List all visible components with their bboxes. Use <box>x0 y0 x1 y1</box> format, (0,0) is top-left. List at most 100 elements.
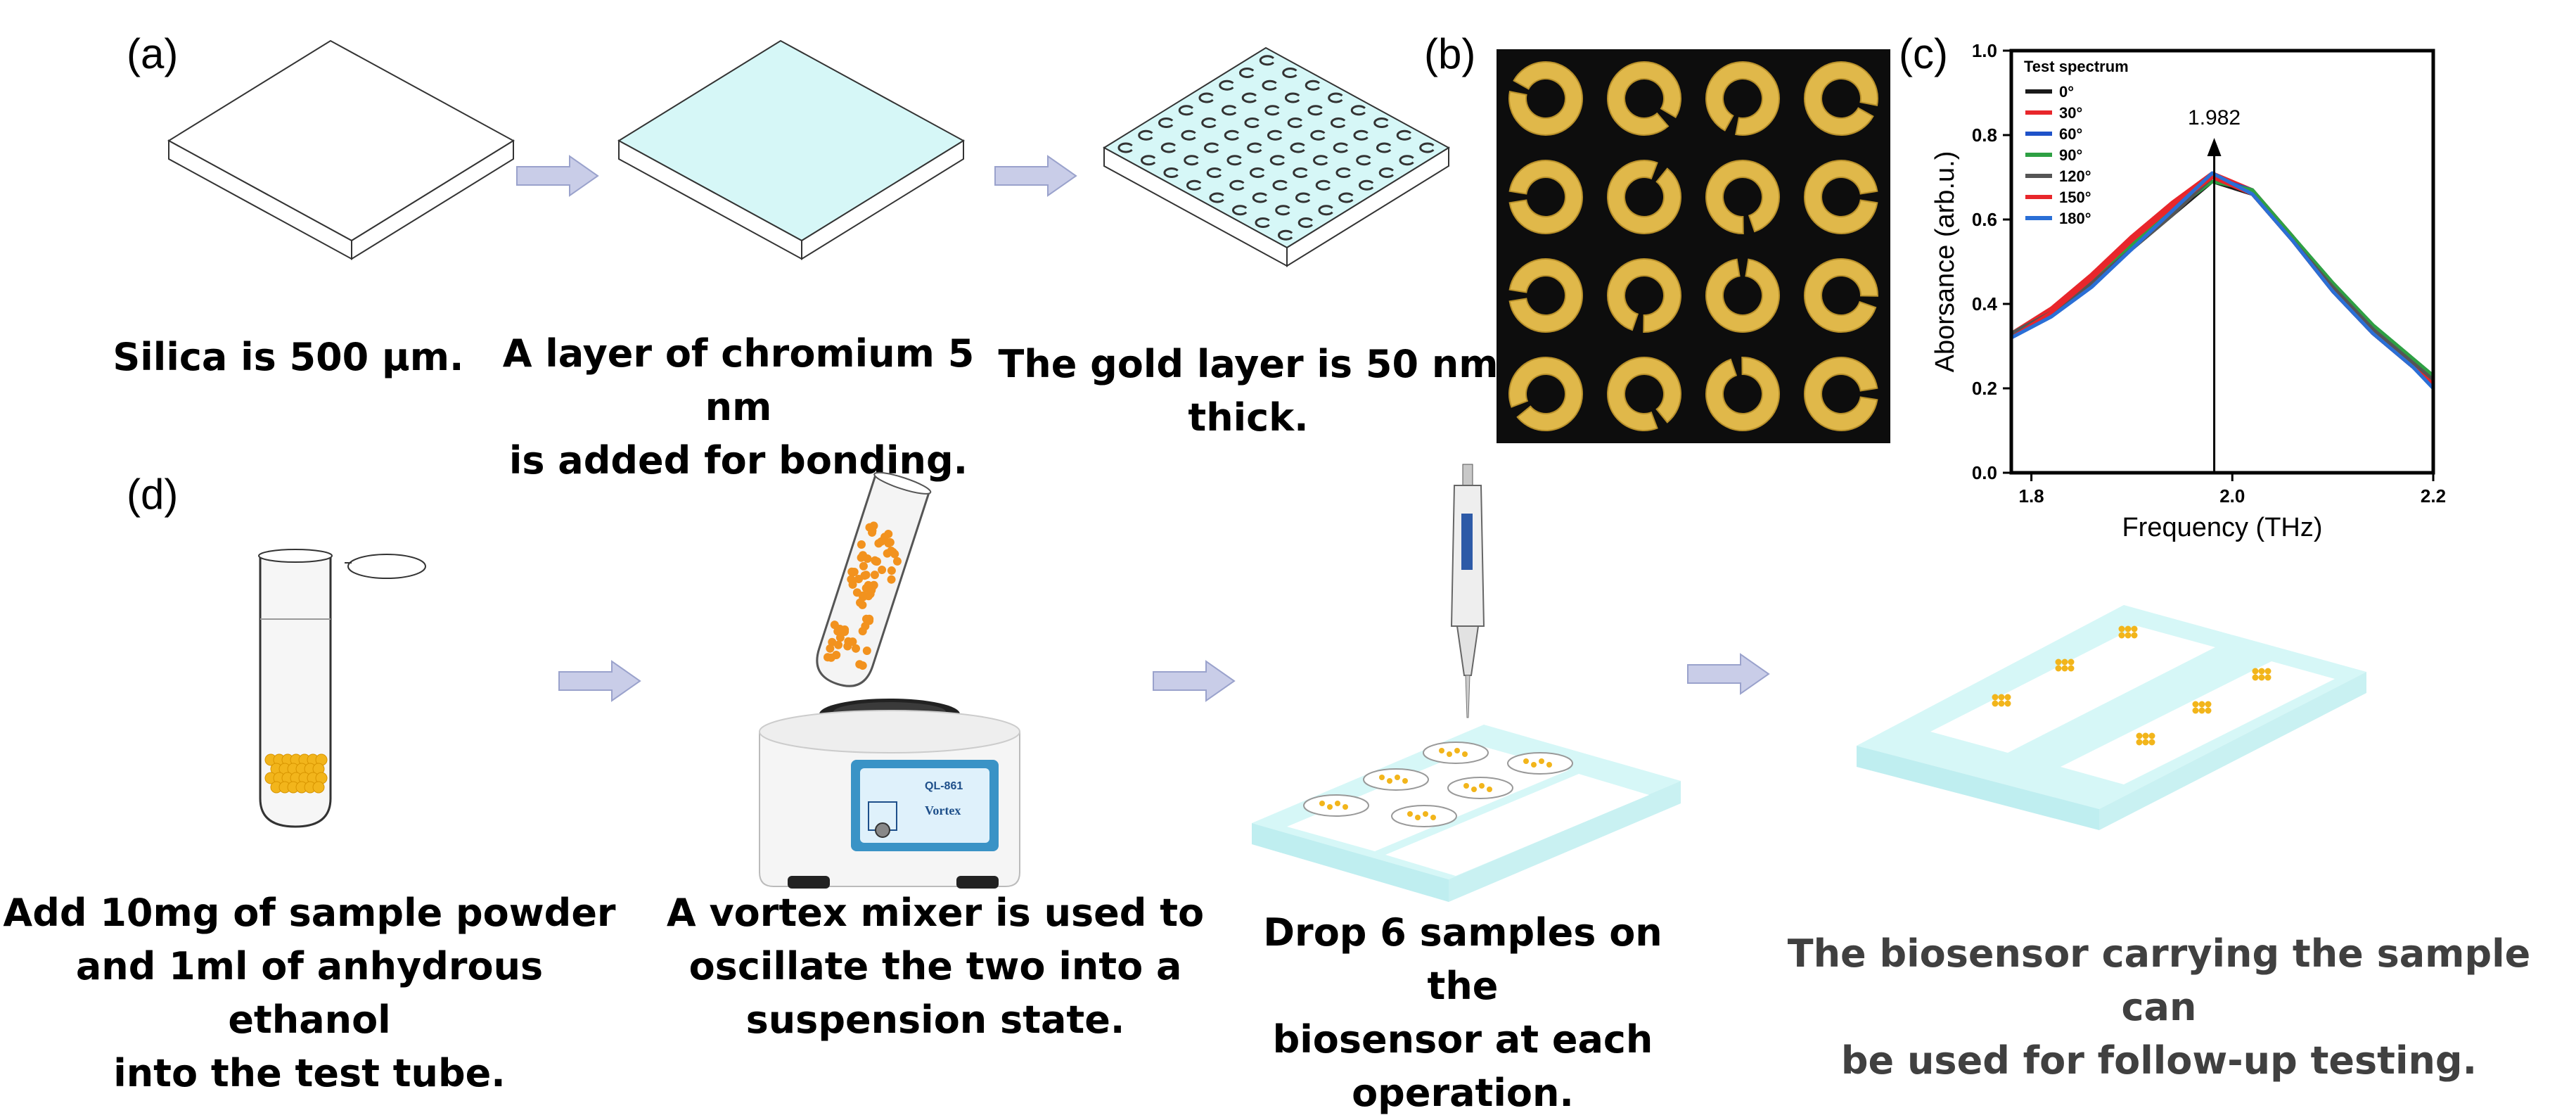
arrow-d1 <box>558 660 641 702</box>
suspension-particle <box>852 588 861 597</box>
legend-title: Test spectrum <box>2024 58 2129 75</box>
ring-element <box>1307 105 1323 116</box>
ring-element <box>1295 192 1311 203</box>
ring-element <box>1117 142 1133 153</box>
suspension-particle <box>869 521 878 530</box>
sample-particle <box>2055 665 2062 672</box>
sample-drop <box>1471 787 1477 792</box>
sample-particle <box>2004 700 2011 707</box>
ring-element <box>1282 68 1297 78</box>
arrow-d3 <box>1687 653 1770 695</box>
y-tick-label: 0.2 <box>1972 378 1997 399</box>
sample-particle <box>2192 701 2199 708</box>
sample-particle <box>2205 701 2212 708</box>
ring-element <box>1373 117 1389 128</box>
ring-element <box>1399 155 1414 166</box>
sample-particle <box>2198 707 2205 714</box>
ring-element <box>1358 179 1374 191</box>
y-tick-label: 1.0 <box>1972 40 1997 61</box>
ring-element <box>1330 117 1346 128</box>
ring-element <box>1219 79 1234 91</box>
ring-element <box>1247 142 1262 153</box>
ring-element <box>1310 129 1326 141</box>
sample-particle <box>2055 658 2062 666</box>
annotation-arrowhead <box>2207 138 2222 156</box>
ring-element <box>1312 155 1328 166</box>
pipette <box>1450 464 1485 718</box>
microscope-image <box>1497 49 1890 443</box>
sample-drop <box>1439 748 1444 753</box>
sample-particle <box>2148 732 2155 739</box>
sample-drop <box>1327 804 1333 810</box>
ring-element <box>1275 205 1290 216</box>
ring-element <box>1290 142 1305 153</box>
panel-a-label: (a) <box>127 30 179 77</box>
sample-particle <box>2142 739 2149 746</box>
sample-drop <box>1463 783 1469 789</box>
sample-particle <box>1998 700 2005 707</box>
split-ring-resonator <box>1705 61 1780 136</box>
ring-element <box>1241 92 1257 103</box>
suspension-particle <box>852 644 861 653</box>
test-tube <box>258 549 426 828</box>
caption-silica-text: Silica is 500 μm. <box>113 335 464 379</box>
ring-element <box>1297 217 1313 228</box>
ring-element <box>1262 79 1277 91</box>
sample-particle <box>2252 668 2259 675</box>
ring-element <box>1198 92 1214 103</box>
ring-element <box>1138 129 1153 141</box>
suspension-particle <box>833 627 842 636</box>
suspension-particle <box>866 590 875 599</box>
suspension-particle <box>887 566 896 575</box>
ring-element <box>1419 142 1435 153</box>
split-ring-resonator <box>1508 357 1583 431</box>
suspension-particle <box>878 566 887 575</box>
sample-drop <box>1387 778 1392 784</box>
arrow-a2 <box>994 155 1077 197</box>
suspension-particle <box>848 637 857 647</box>
powder-particle <box>312 781 325 794</box>
sample-particle <box>2264 668 2271 675</box>
sample-particle <box>2258 668 2265 675</box>
ring-element <box>1178 105 1193 116</box>
sample-particle <box>2131 625 2138 632</box>
sample-particle <box>2148 739 2155 746</box>
legend-entry: 90° <box>2059 146 2082 164</box>
split-ring-resonator <box>1607 357 1681 431</box>
x-axis-label: Frequency (THz) <box>2122 513 2322 542</box>
legend-entry: 150° <box>2059 189 2091 206</box>
suspension-particle <box>865 614 874 623</box>
ring-element <box>1181 129 1196 141</box>
caption-step-4: The biosensor carrying the sample can be… <box>1751 927 2567 1088</box>
suspension-particle <box>823 653 832 662</box>
suspension-particle <box>840 625 850 634</box>
ring-element <box>1293 167 1308 178</box>
suspension-particle <box>850 567 859 576</box>
caption-step-4-text: The biosensor carrying the sample can be… <box>1787 931 2531 1083</box>
legend-entry: 30° <box>2059 104 2082 122</box>
sample-drop <box>1415 815 1421 820</box>
series-line <box>2010 175 2435 386</box>
sample-particle <box>2205 707 2212 714</box>
sample-particle <box>2198 701 2205 708</box>
y-axis-label: Aborsance (arb.u.) <box>1930 151 1960 373</box>
x-tick-label: 2.0 <box>2219 485 2245 507</box>
caption-step-2-text: A vortex mixer is used to oscillate the … <box>666 891 1205 1042</box>
sample-particle <box>2252 674 2259 681</box>
gold-array-slab <box>1103 46 1450 267</box>
caption-chromium-text: A layer of chromium 5 nm is added for bo… <box>502 331 975 483</box>
suspension-particle <box>834 640 843 649</box>
ring-element <box>1378 167 1394 178</box>
arrow-d2 <box>1153 660 1236 702</box>
ring-element <box>1244 117 1260 128</box>
ring-element <box>1284 92 1300 103</box>
mixer-brand-text: Vortex <box>925 803 961 817</box>
x-tick-label: 1.8 <box>2018 485 2044 507</box>
ring-element <box>1287 117 1302 128</box>
ring-element <box>1318 205 1333 216</box>
caption-silica: Silica is 500 μm. <box>105 331 471 384</box>
sample-particle <box>2136 732 2143 739</box>
split-ring-resonator <box>1508 160 1583 234</box>
ring-element <box>1272 179 1288 191</box>
